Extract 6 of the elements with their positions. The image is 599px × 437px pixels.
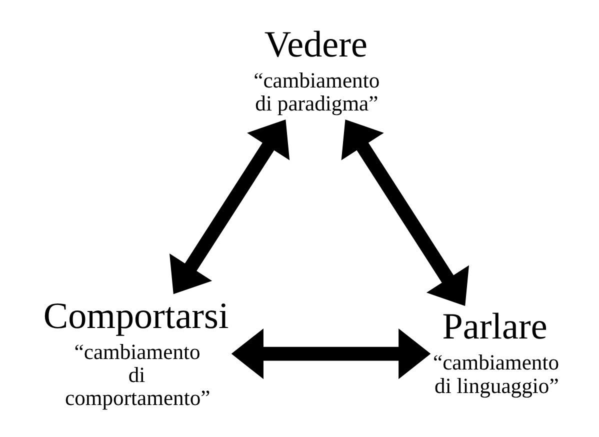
arrow [169,120,290,294]
arrow [230,328,430,380]
node-text: Comportarsi “cambiamento di comportamento” [42,296,228,410]
node-text: Vedere “cambiamento di paradigma” [253,24,380,116]
arrow [340,120,469,306]
node-text: Parlare “cambiamento di linguaggio” [432,306,559,398]
